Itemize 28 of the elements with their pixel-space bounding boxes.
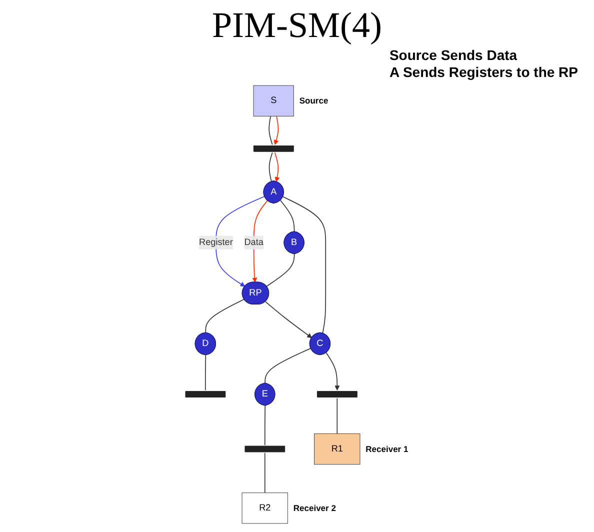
- note-text: A Sends Registers to the RP: [389, 64, 578, 80]
- connector: [282, 196, 326, 334]
- arrow: [216, 196, 266, 287]
- node-box: R1: [314, 433, 360, 465]
- title: PIM-SM(4): [212, 4, 382, 46]
- edge-label: Data: [244, 237, 264, 248]
- connector: [336, 398, 338, 434]
- connector: [280, 200, 295, 232]
- node-box: R2: [242, 492, 288, 524]
- connector: [268, 152, 273, 182]
- node-box: S: [253, 85, 294, 116]
- arrow: [274, 152, 280, 182]
- connector: [264, 452, 266, 494]
- note-text: Source Sends Data: [389, 47, 518, 63]
- connector: [266, 254, 295, 287]
- connector: [264, 348, 312, 384]
- connector: [268, 116, 273, 146]
- connector: [264, 405, 266, 446]
- arrow: [326, 352, 340, 390]
- arrow: [265, 301, 312, 338]
- edge-label: Register: [199, 237, 233, 248]
- connector: [205, 298, 245, 334]
- connector: [204, 354, 206, 391]
- arrow: [274, 116, 279, 145]
- arrow: [252, 200, 268, 283]
- node-caption: Receiver 2: [293, 502, 336, 513]
- node-caption: Source: [299, 96, 328, 106]
- node-caption: Receiver 1: [366, 444, 408, 454]
